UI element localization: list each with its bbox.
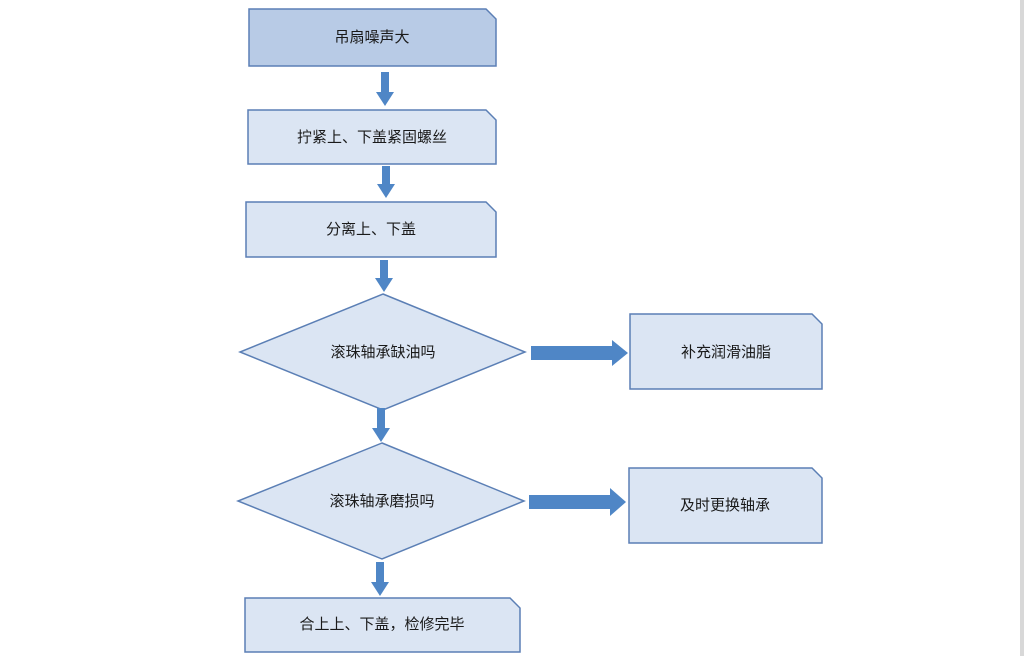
step-tighten-label: 拧紧上、下盖紧固螺丝	[297, 128, 447, 146]
arrow-down-1	[376, 72, 394, 106]
end-node: 合上上、下盖，检修完毕	[244, 597, 521, 653]
arrow-down-3	[375, 260, 393, 292]
end-node-label: 合上上、下盖，检修完毕	[299, 615, 464, 633]
action-add-grease: 补充润滑油脂	[629, 313, 823, 390]
decision-wear-check-label: 滚珠轴承磨损吗	[329, 492, 434, 510]
step-tighten: 拧紧上、下盖紧固螺丝	[247, 109, 497, 165]
arrow-down-5	[371, 562, 389, 596]
arrow-down-4	[372, 408, 390, 442]
decision-oil-check: 滚珠轴承缺油吗	[238, 293, 527, 411]
action-replace-bearing: 及时更换轴承	[628, 467, 823, 544]
step-separate: 分离上、下盖	[245, 201, 497, 258]
arrow-right-2	[529, 488, 626, 516]
arrow-down-2	[377, 166, 395, 198]
action-replace-bearing-label: 及时更换轴承	[680, 496, 770, 514]
action-add-grease-label: 补充润滑油脂	[681, 343, 771, 361]
decision-wear-check: 滚珠轴承磨损吗	[235, 442, 526, 560]
decision-oil-check-label: 滚珠轴承缺油吗	[330, 343, 435, 361]
start-node: 吊扇噪声大	[248, 8, 497, 67]
page-edge	[1020, 0, 1024, 656]
step-separate-label: 分离上、下盖	[326, 220, 416, 238]
arrow-right-1	[531, 340, 628, 366]
start-node-label: 吊扇噪声大	[334, 28, 409, 46]
